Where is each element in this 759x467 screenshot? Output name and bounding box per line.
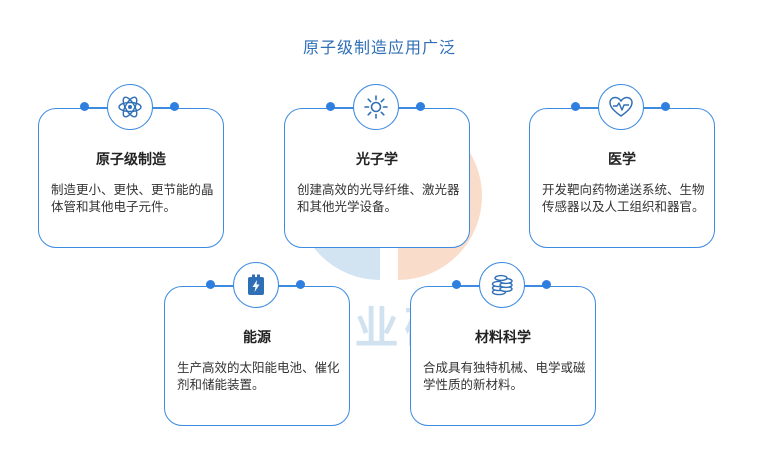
atom-icon xyxy=(107,84,153,130)
card-atomic-manufacturing: 原子级制造 制造更小、更快、更节能的晶体管和其他电子元件。 xyxy=(38,108,224,248)
connector-dot xyxy=(296,280,305,289)
connector-dot xyxy=(416,102,425,111)
card-description: 制造更小、更快、更节能的晶体管和其他电子元件。 xyxy=(51,182,214,214)
battery-icon xyxy=(233,262,279,308)
coin-stack-icon xyxy=(479,262,525,308)
connector-dot xyxy=(170,102,179,111)
connector-dot xyxy=(80,102,89,111)
card-description: 开发靶向药物递送系统、生物传感器以及人工组织和器官。 xyxy=(542,182,705,214)
card-energy: 能源 生产高效的太阳能电池、催化剂和储能装置。 xyxy=(164,286,350,426)
card-heading: 原子级制造 xyxy=(96,152,166,168)
card-description: 合成具有独特机械、电学或磁学性质的新材料。 xyxy=(423,360,586,392)
page-title: 原子级制造应用广泛 xyxy=(302,38,456,57)
card-materials-science: 材料科学 合成具有独特机械、电学或磁学性质的新材料。 xyxy=(410,286,596,426)
card-heading: 光子学 xyxy=(356,152,398,168)
card-heading: 能源 xyxy=(243,330,271,346)
heart-pulse-icon xyxy=(598,84,644,130)
connector-dot xyxy=(326,102,335,111)
connector-dot xyxy=(661,102,670,111)
card-description: 创建高效的光导纤维、激光器和其他光学设备。 xyxy=(297,182,460,214)
card-heading: 医学 xyxy=(608,152,636,168)
connector-dot xyxy=(206,280,215,289)
connector-dot xyxy=(542,280,551,289)
watermark-text: 中商产业研究院 xyxy=(204,303,555,354)
card-heading: 材料科学 xyxy=(475,330,531,346)
connector-dot xyxy=(571,102,580,111)
card-medicine: 医学 开发靶向药物递送系统、生物传感器以及人工组织和器官。 xyxy=(529,108,715,248)
sun-icon xyxy=(353,84,399,130)
card-photonics: 光子学 创建高效的光导纤维、激光器和其他光学设备。 xyxy=(284,108,470,248)
connector-dot xyxy=(452,280,461,289)
card-description: 生产高效的太阳能电池、催化剂和储能装置。 xyxy=(177,360,340,392)
